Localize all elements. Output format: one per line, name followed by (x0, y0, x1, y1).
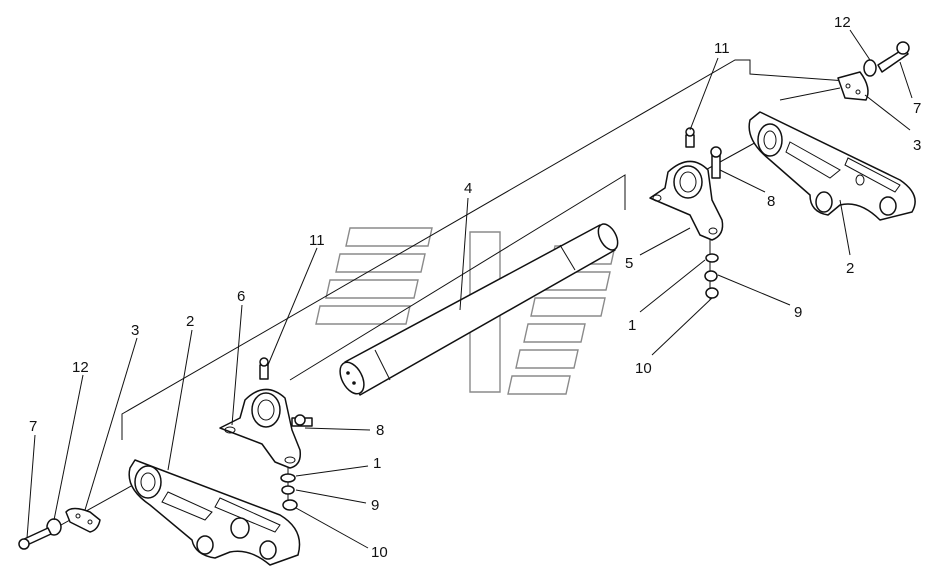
callout-7-top: 7 (913, 100, 921, 117)
hardware (18, 41, 910, 550)
callout-3-top: 3 (913, 137, 921, 154)
callout-12-left: 12 (72, 359, 89, 376)
callout-10-right: 10 (635, 360, 652, 377)
callout-8-top: 8 (767, 193, 775, 210)
leader-lines (26, 29, 913, 549)
callout-1-left: 1 (373, 455, 381, 472)
bearing-housing-left (219, 388, 302, 469)
callout-6: 6 (237, 288, 245, 305)
callout-10-left: 10 (371, 544, 388, 561)
shaft (339, 223, 619, 396)
bearing-housing-right (649, 160, 724, 241)
callout-3-left: 3 (131, 322, 139, 339)
callout-1-right: 1 (628, 317, 636, 334)
callout-5: 5 (625, 255, 633, 272)
callout-11-top: 11 (714, 40, 730, 57)
callout-labels: 11 12 7 3 8 2 4 5 1 9 10 11 6 2 3 12 7 8… (29, 14, 921, 561)
callout-8-left: 8 (376, 422, 384, 439)
callout-9-right: 9 (794, 304, 802, 321)
bracket-left (128, 459, 301, 566)
callout-4: 4 (464, 180, 472, 197)
callout-9-left: 9 (371, 497, 379, 514)
callout-11-left: 11 (309, 232, 325, 249)
bracket-right (748, 111, 916, 221)
callout-7-left: 7 (29, 418, 37, 435)
callout-12-top: 12 (834, 14, 851, 31)
callout-2-right: 2 (846, 260, 854, 277)
callout-2-left: 2 (186, 313, 194, 330)
